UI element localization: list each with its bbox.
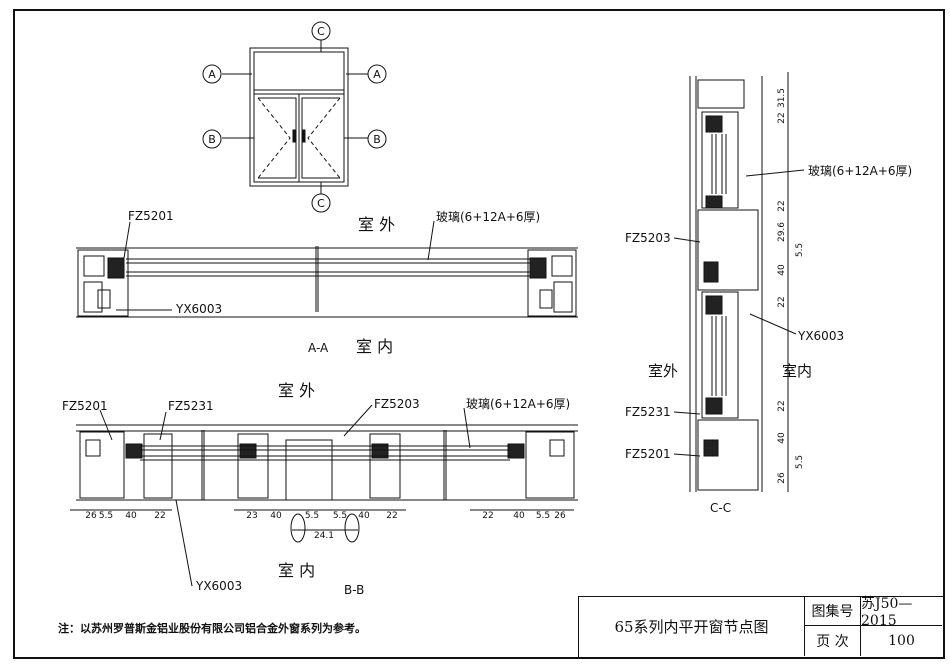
bb-dim-3: 40: [125, 511, 137, 521]
page-no-value: 100: [888, 633, 915, 649]
section-aa-labels: FZ5201 室 外 玻璃(6+12A+6厚) YX6003 A-A 室 内: [116, 209, 540, 356]
cc-dim-1: 31.5: [777, 88, 787, 108]
cc-title-mark: C-C: [710, 501, 731, 515]
marker-a-right: A: [373, 68, 381, 81]
bb-dim-5: 23: [246, 511, 257, 521]
cc-dim-2: 22: [777, 112, 787, 123]
bb-dim-11: 22: [482, 511, 493, 521]
bb-inside-label: 室 内: [278, 561, 315, 580]
cc-fz5203-label: FZ5203: [625, 231, 671, 245]
marker-a-left: A: [208, 68, 216, 81]
marker-b-right: B: [373, 133, 381, 146]
bb-fz5231-label: FZ5231: [168, 399, 214, 413]
sheet-border: [13, 9, 945, 659]
section-bb-drawing: [70, 424, 578, 543]
bb-dim-2: 5.5: [99, 511, 113, 521]
footnote: 注：以苏州罗普斯金铝业股份有限公司铝合金外窗系列为参考。: [58, 622, 366, 635]
cc-dim-5: 5.5: [795, 243, 805, 257]
cc-inside-label: 室内: [782, 362, 812, 380]
aa-outside-label: 室 外: [358, 215, 395, 234]
cc-dim-10: 5.5: [795, 455, 805, 469]
bb-dim-13: 5.5: [536, 511, 550, 521]
bb-outside-label: 室 外: [278, 381, 315, 400]
bb-dim-12: 40: [513, 511, 525, 521]
bb-dim-1: 26: [85, 511, 97, 521]
cc-glass-label: 玻璃(6+12A+6厚): [808, 164, 912, 178]
bb-glass-label: 玻璃(6+12A+6厚): [466, 397, 570, 411]
cc-yx6003-label: YX6003: [797, 329, 844, 343]
bb-fz5203-label: FZ5203: [374, 397, 420, 411]
bb-fz5201-label: FZ5201: [62, 399, 108, 413]
section-cc-labels: 31.5 22 22 29.6 5.5 40 22 22 40 5.5 26 玻…: [625, 88, 912, 515]
bb-dim-8: 5.5: [333, 511, 347, 521]
bb-title-mark: B-B: [344, 583, 364, 597]
cc-fz5201-label: FZ5201: [625, 447, 671, 461]
marker-c-top: C: [317, 25, 325, 38]
bb-dim-extra: 24.1: [314, 531, 334, 541]
cc-dim-11: 26: [777, 472, 787, 484]
cc-dim-8: 22: [777, 400, 787, 411]
bb-dim-9: 40: [358, 511, 370, 521]
bb-dim-7: 5.5: [305, 511, 319, 521]
aa-glass-label: 玻璃(6+12A+6厚): [436, 210, 540, 224]
aa-yx6003-label: YX6003: [175, 302, 222, 316]
page-no-label: 页 次: [805, 626, 861, 656]
drawing-title: 65系列内平开窗节点图: [579, 597, 805, 656]
atlas-no-value: 苏J50—2015: [861, 596, 942, 629]
bb-dim-14: 26: [554, 511, 566, 521]
cc-dim-9: 40: [777, 432, 787, 444]
cc-dim-6: 40: [777, 264, 787, 276]
bb-dim-4: 22: [154, 511, 165, 521]
cc-outside-label: 室外: [648, 362, 678, 380]
cc-dim-4: 29.6: [777, 222, 787, 242]
title-block: 65系列内平开窗节点图 图集号 苏J50—2015 页 次 100: [578, 596, 944, 658]
section-cc-drawing: [689, 72, 789, 492]
marker-b-left: B: [208, 133, 216, 146]
aa-title-mark: A-A: [308, 341, 329, 355]
section-bb-labels: 室 外 FZ5201 FZ5231 FZ5203 玻璃(6+12A+6厚) 26…: [62, 381, 570, 597]
section-aa-drawing: [76, 246, 578, 318]
aa-fz5201-label: FZ5201: [128, 209, 174, 223]
marker-c-bottom: C: [317, 197, 325, 210]
window-elevation: [222, 40, 368, 194]
bb-dim-6: 40: [270, 511, 282, 521]
bb-yx6003-label: YX6003: [195, 579, 242, 593]
cc-dim-3: 22: [777, 200, 787, 211]
atlas-no-label: 图集号: [805, 597, 861, 626]
bb-dim-10: 22: [386, 511, 397, 521]
cc-dim-7: 22: [777, 296, 787, 307]
cc-fz5231-label: FZ5231: [625, 405, 671, 419]
elevation-section-markers: C C A A B B: [202, 21, 387, 213]
aa-inside-label: 室 内: [356, 337, 393, 356]
